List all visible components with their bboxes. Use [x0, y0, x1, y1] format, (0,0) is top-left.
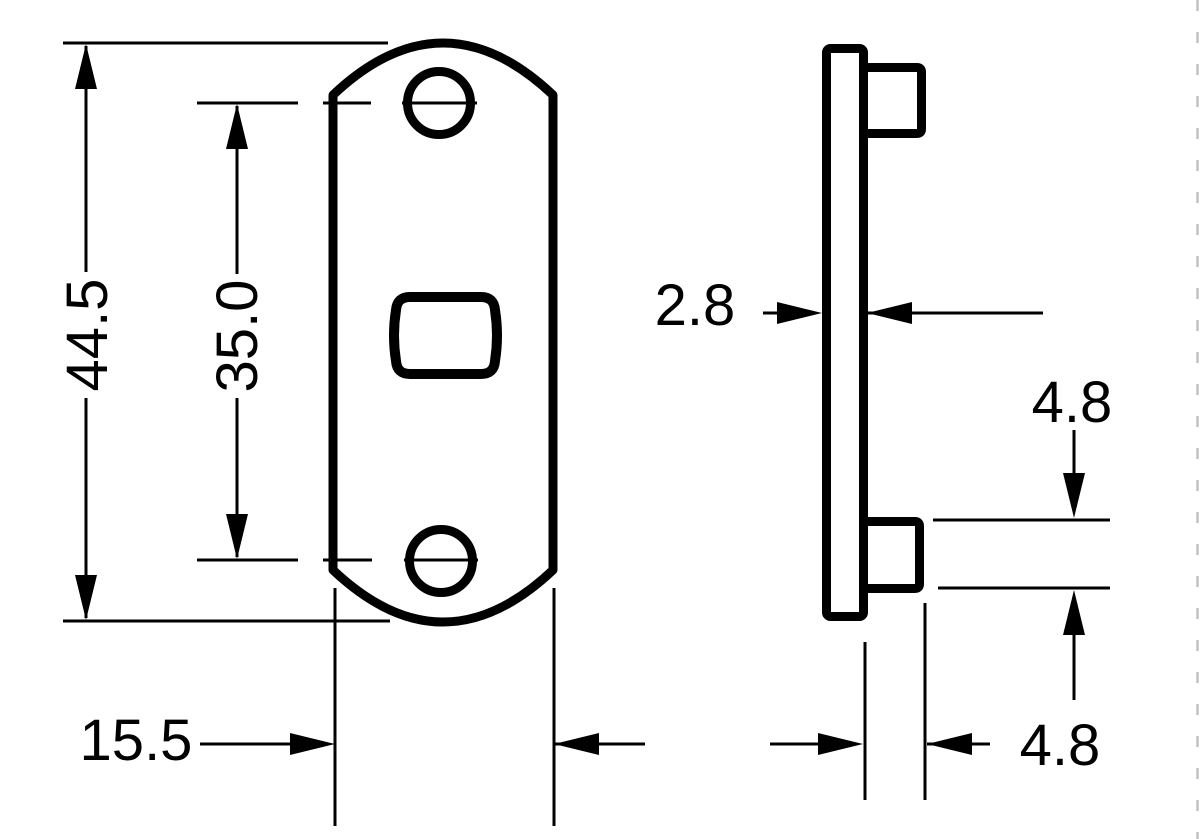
- dimension-plate-thickness: [763, 302, 1043, 324]
- dimension-tab-height: [933, 430, 1110, 700]
- arrowhead-down: [1063, 473, 1085, 518]
- front-center-slot: [389, 292, 502, 379]
- front-view: [197, 38, 558, 627]
- dimension-hole-spacing: [226, 104, 248, 559]
- arrowhead-down: [75, 575, 97, 620]
- front-plate-outline: [328, 38, 558, 627]
- label-plate-thickness: 2.8: [654, 273, 736, 338]
- arrowhead-up: [226, 104, 248, 149]
- arrowhead-right: [818, 733, 863, 755]
- side-view: [822, 44, 926, 621]
- label-plate-width: 15.5: [79, 708, 193, 773]
- label-tab-height: 4.8: [1031, 370, 1113, 435]
- dimension-tab-depth: [770, 603, 990, 800]
- arrowhead-down: [226, 514, 248, 559]
- dimension-plate-width: [200, 588, 645, 826]
- side-plate-outline: [822, 44, 868, 621]
- label-overall-height: 44.5: [55, 278, 120, 392]
- arrowhead-up: [75, 44, 97, 89]
- label-tab-depth: 4.8: [1019, 713, 1101, 778]
- side-bottom-tab: [863, 517, 924, 593]
- label-hole-spacing: 35.0: [205, 279, 270, 393]
- arrowhead-right: [777, 302, 822, 324]
- side-top-tab: [863, 63, 926, 138]
- arrowhead-right: [290, 733, 335, 755]
- arrowhead-up: [1063, 590, 1085, 635]
- arrowhead-left: [554, 733, 599, 755]
